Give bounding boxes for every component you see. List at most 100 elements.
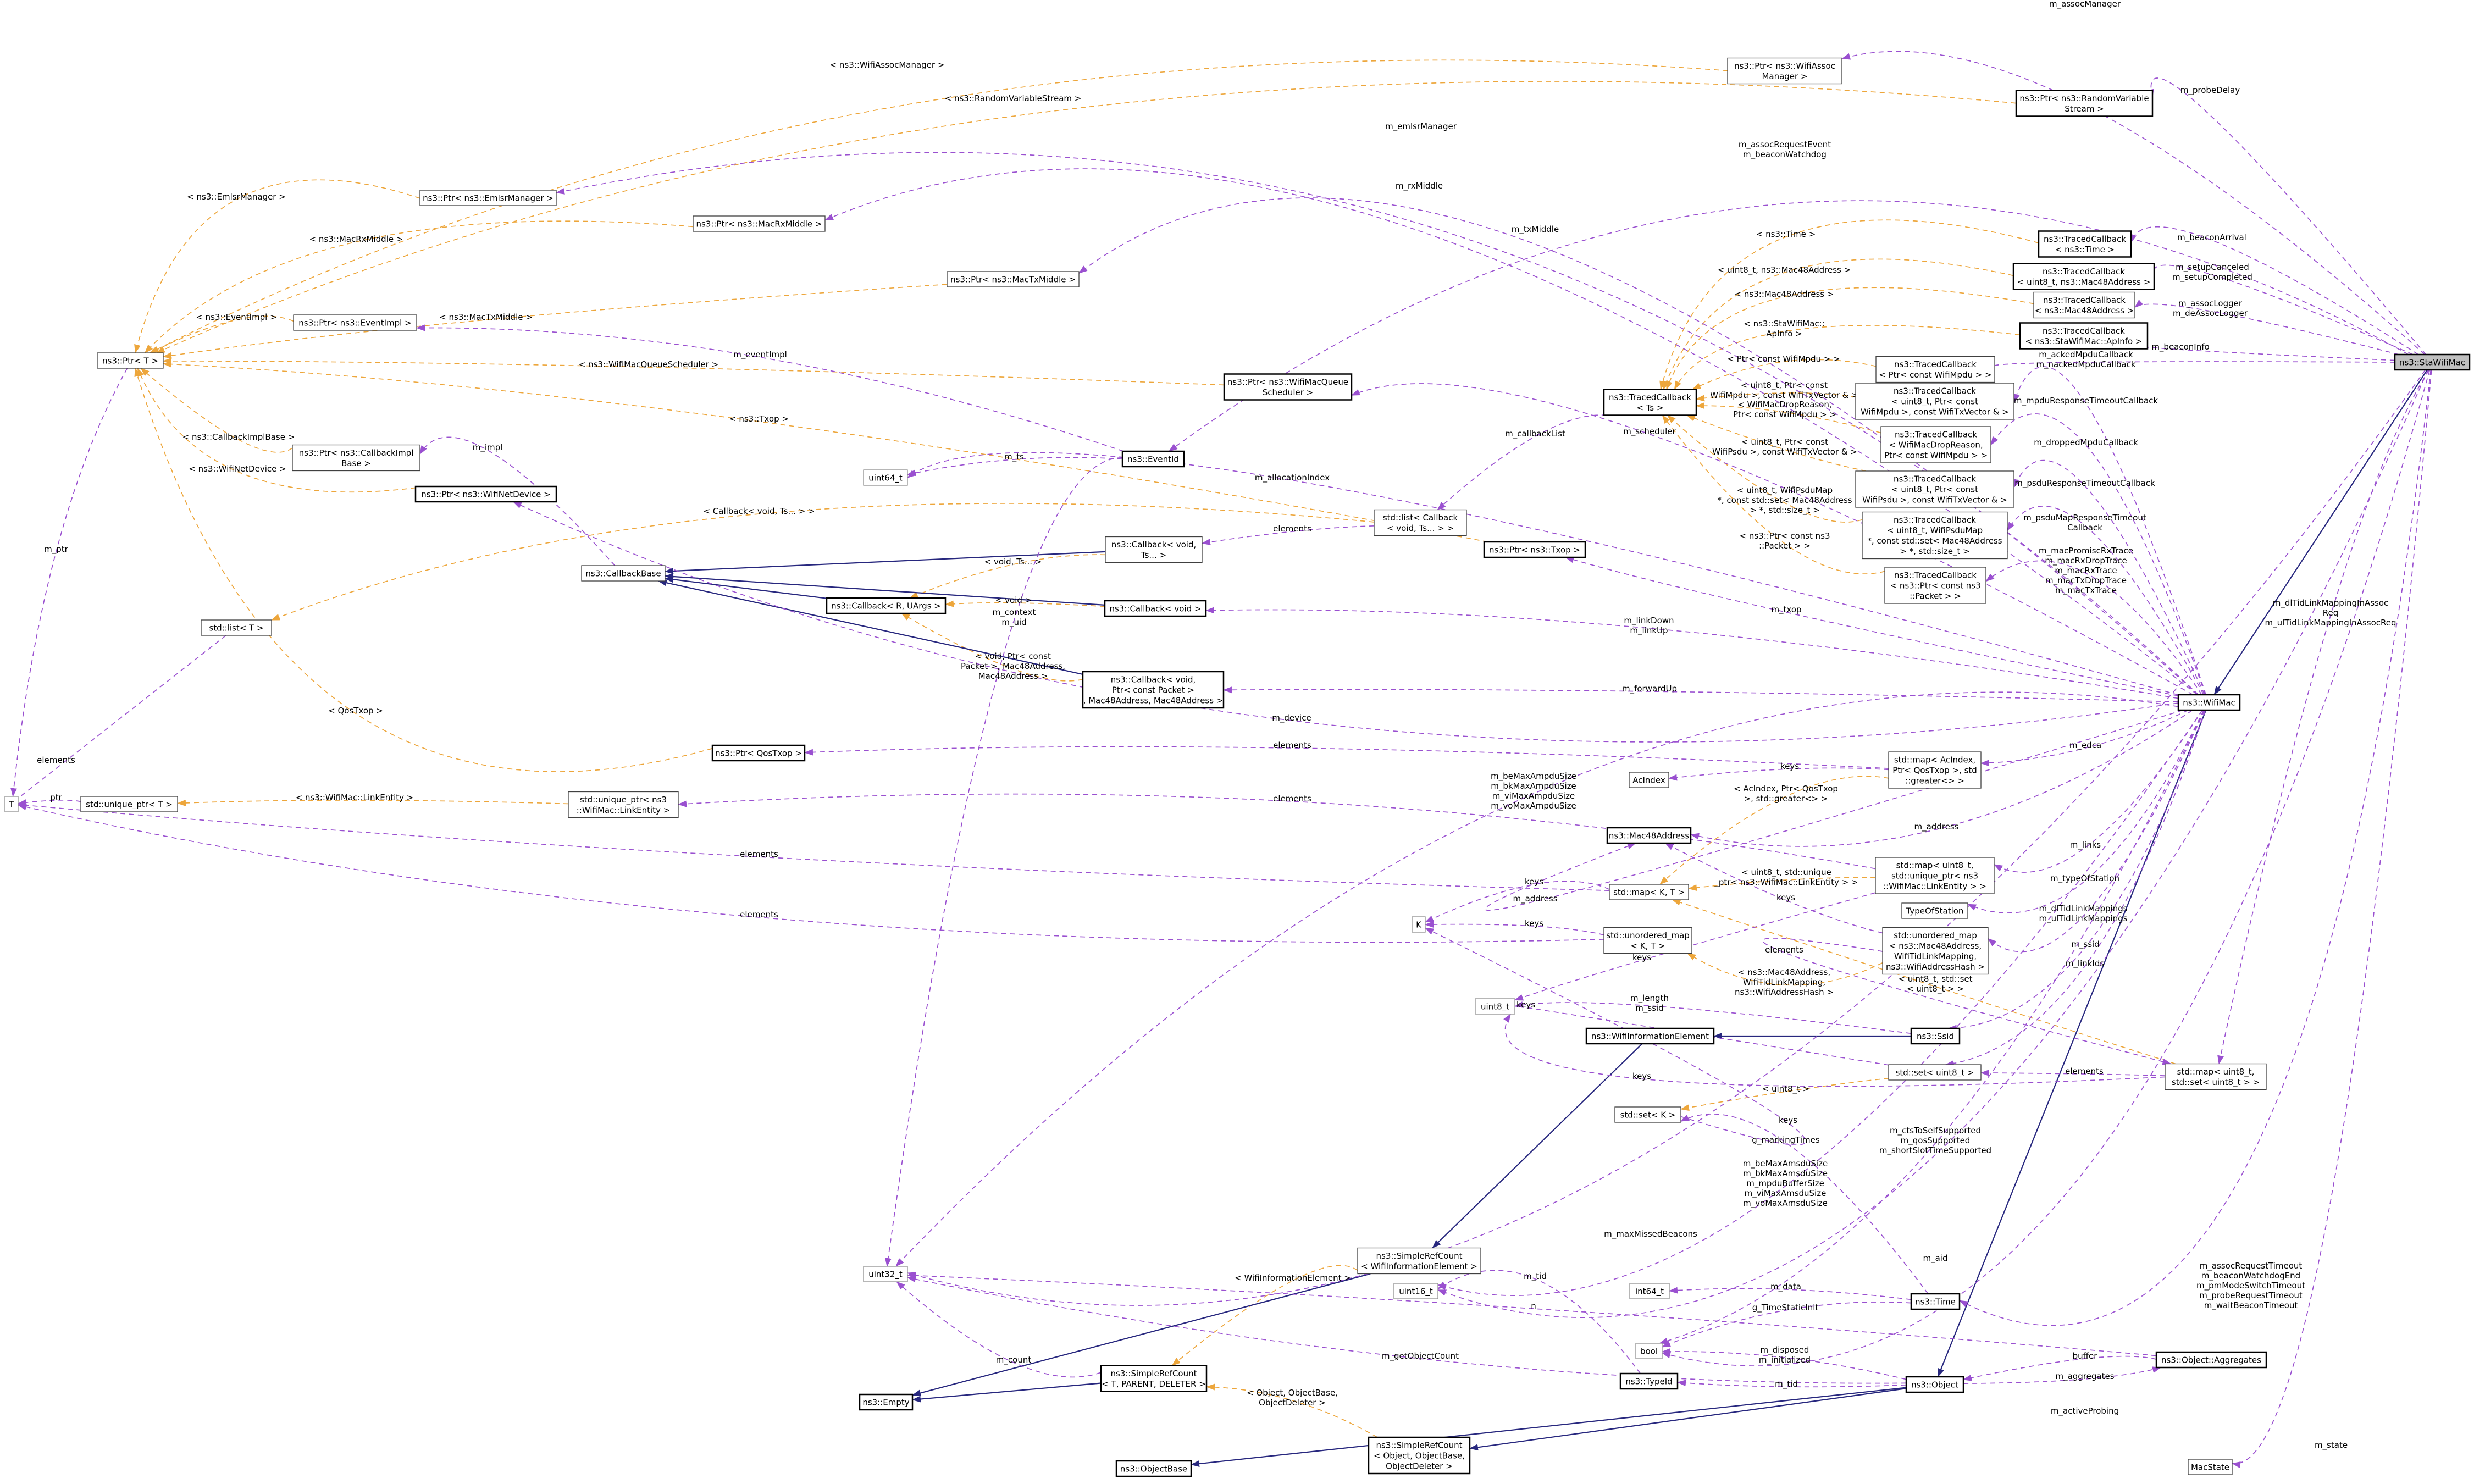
node-ssid[interactable]: ns3::Ssid	[1910, 1027, 1961, 1045]
node-eventId[interactable]: ns3::EventId	[1121, 450, 1185, 468]
node-empty[interactable]: ns3::Empty	[859, 1393, 914, 1411]
node-tcDropReason[interactable]: ns3::TracedCallback< WifiMacDropReason,P…	[1880, 426, 1991, 463]
node-uniquePtrT[interactable]: std::unique_ptr< T >	[80, 796, 178, 812]
edge-keys	[1668, 767, 1889, 781]
node-tcTime[interactable]: ns3::TracedCallback< ns3::Time >	[2038, 230, 2132, 258]
edge-m_count	[896, 1281, 1102, 1378]
node-mapUint8Unique[interactable]: std::map< uint8_t,std::unique_ptr< ns3::…	[1875, 857, 1995, 894]
edge-m_beMaxAmsduSize	[1437, 710, 2203, 1296]
node-stdMapKT[interactable]: std::map< K, T >	[1609, 884, 1689, 900]
node-ptrT[interactable]: ns3::Ptr< T >	[97, 352, 164, 369]
node-tcMac48[interactable]: ns3::TracedCallback< ns3::Mac48Address >	[2033, 291, 2135, 319]
node-uint16[interactable]: uint16_t	[1393, 1283, 1438, 1299]
node-label: ns3::Callback< R, UArgs >	[831, 601, 941, 611]
node-label: ns3::ObjectBase	[1120, 1464, 1187, 1474]
node-T[interactable]: T	[4, 796, 19, 812]
node-K[interactable]: K	[1412, 916, 1426, 933]
edge-label: < ns3::EventImpl >	[196, 312, 276, 322]
node-mac48[interactable]: ns3::Mac48Address	[1606, 827, 1692, 844]
node-callbackVoidPkt[interactable]: ns3::Callback< void,Ptr< const Packet >,…	[1082, 671, 1225, 709]
edge-keys	[1425, 921, 1604, 935]
node-ptrTxop[interactable]: ns3::Ptr< ns3::Txop >	[1483, 541, 1586, 558]
edge-< ns3::MacRxMiddle >	[144, 220, 694, 353]
node-tcPsduResponse[interactable]: ns3::TracedCallback< uint8_t, Ptr< const…	[1855, 470, 2014, 508]
node-uniquePtrLink[interactable]: std::unique_ptr< ns3::WifiMac::LinkEntit…	[568, 791, 679, 818]
node-ptrMacTxMiddle[interactable]: ns3::Ptr< ns3::MacTxMiddle >	[947, 271, 1080, 287]
node-ptrQosTxop[interactable]: ns3::Ptr< QosTxop >	[711, 744, 806, 762]
node-srcObject[interactable]: ns3::SimpleRefCount< Object, ObjectBase,…	[1368, 1436, 1471, 1475]
node-uint64[interactable]: uint64_t	[863, 469, 908, 486]
node-object[interactable]: ns3::Object	[1905, 1376, 1964, 1393]
edge-label: < ns3::WifiMacQueueScheduler >	[579, 359, 719, 369]
node-ptrEmlsrManager[interactable]: ns3::Ptr< ns3::EmlsrManager >	[419, 190, 557, 206]
edge-label: m_txop	[1771, 605, 1801, 615]
edge-m_device	[512, 501, 2179, 743]
node-objectBase[interactable]: ns3::ObjectBase	[1115, 1460, 1192, 1477]
node-tcMpduResponse[interactable]: ns3::TracedCallback< uint8_t, Ptr< const…	[1855, 383, 2014, 420]
node-wifiInfoElem[interactable]: ns3::WifiInformationElement	[1585, 1027, 1715, 1045]
node-tcUint8Mac[interactable]: ns3::TracedCallback< uint8_t, ns3::Mac48…	[2012, 263, 2155, 290]
node-label: ns3::TracedCallback< uint8_t, Ptr< const…	[1861, 386, 2009, 417]
node-tcApInfo[interactable]: ns3::TracedCallback< ns3::StaWifiMac::Ap…	[2019, 322, 2149, 350]
node-time[interactable]: ns3::Time	[1910, 1293, 1961, 1310]
node-label: T	[8, 799, 14, 809]
node-wifiMac[interactable]: ns3::WifiMac	[2177, 694, 2241, 711]
node-tcPtrPacket[interactable]: ns3::TracedCallback< ns3::Ptr< const ns3…	[1884, 567, 1986, 604]
edge-label: keys	[1779, 1115, 1797, 1125]
node-unorderedMapKT[interactable]: std::unordered_map< K, T >	[1603, 927, 1692, 954]
edge-label: < AcIndex, Ptr< QosTxop>, std::greater<>…	[1734, 784, 1838, 804]
node-callbackVoid[interactable]: ns3::Callback< void >	[1104, 600, 1207, 617]
node-label: bool	[1640, 1346, 1658, 1356]
node-unorderedMapMac[interactable]: std::unordered_map< ns3::Mac48Address,Wi…	[1882, 927, 1989, 975]
edge-< uint8_t, std::set	[1672, 899, 2176, 1065]
edge-m_address	[1690, 710, 2193, 847]
node-callbackBase[interactable]: ns3::CallbackBase	[581, 565, 666, 582]
node-staWifiMac[interactable]: ns3::StaWifiMac	[2394, 353, 2471, 371]
node-tcPtrWifiMpdu[interactable]: ns3::TracedCallback< Ptr< const WifiMpdu…	[1875, 356, 1995, 383]
node-stdListCallback[interactable]: std::list< Callback< void, Ts... > >	[1374, 509, 1467, 536]
edge-< void, Ptr< const	[901, 613, 1083, 682]
edge-m_callbackList	[1437, 414, 1607, 511]
node-macState[interactable]: MacState	[2188, 1459, 2233, 1475]
node-typeId[interactable]: ns3::TypeId	[1619, 1372, 1679, 1390]
node-stdSetK[interactable]: std::set< K >	[1614, 1106, 1681, 1123]
node-ptrMacRxMiddle[interactable]: ns3::Ptr< ns3::MacRxMiddle >	[693, 215, 826, 232]
node-stdListT[interactable]: std::list< T >	[201, 619, 272, 636]
node-label: std::set< uint8_t >	[1896, 1067, 1974, 1078]
node-mapSetUint8[interactable]: std::map< uint8_t,std::set< uint8_t > >	[2165, 1063, 2267, 1090]
node-tracedCallbackTs[interactable]: ns3::TracedCallback< Ts >	[1603, 389, 1697, 416]
node-callbackRUArgs[interactable]: ns3::Callback< R, UArgs >	[826, 597, 947, 614]
node-label: ns3::Object	[1911, 1380, 1958, 1389]
edge-label: < ns3::EmlsrManager >	[187, 192, 286, 202]
node-mapAcIndex[interactable]: std::map< AcIndex,Ptr< QosTxop >, std::g…	[1888, 751, 1982, 789]
node-ptrEventImpl[interactable]: ns3::Ptr< ns3::EventImpl >	[293, 314, 417, 331]
edge-elements	[678, 793, 1876, 870]
node-simpleRefCount[interactable]: ns3::SimpleRefCount< T, PARENT, DELETER …	[1100, 1365, 1208, 1392]
edge-< ns3::EventImpl >	[150, 315, 294, 353]
node-uint8[interactable]: uint8_t	[1475, 998, 1515, 1015]
edge-label: m_beaconArrival	[2177, 232, 2246, 243]
node-aggregates[interactable]: ns3::Object::Aggregates	[2155, 1351, 2267, 1369]
node-bool[interactable]: bool	[1635, 1343, 1663, 1359]
node-tcPsduMap[interactable]: ns3::TracedCallback< uint8_t, WifiPsduMa…	[1862, 511, 2008, 560]
node-srcWifiInfoElem[interactable]: ns3::SimpleRefCount< WifiInformationElem…	[1357, 1247, 1481, 1275]
node-acIndex[interactable]: AcIndex	[1629, 772, 1669, 788]
node-label: ns3::TypeId	[1625, 1376, 1672, 1386]
node-uint32[interactable]: uint32_t	[863, 1266, 908, 1282]
node-ptrWifiNetDevice[interactable]: ns3::Ptr< ns3::WifiNetDevice >	[414, 485, 557, 503]
edge-< Callback< void, Ts... > >	[271, 503, 1375, 621]
node-int64[interactable]: int64_t	[1629, 1283, 1670, 1299]
node-typeOfStation[interactable]: TypeOfStation	[1901, 902, 1968, 919]
node-callbackVoidTs[interactable]: ns3::Callback< void,Ts... >	[1105, 536, 1203, 563]
edge-wifiInfoElem-srcWifiInfoElem	[1432, 1043, 1643, 1249]
node-setUint8[interactable]: std::set< uint8_t >	[1888, 1064, 1982, 1081]
edge-label: g_TimeStaticInit	[1752, 1303, 1819, 1313]
